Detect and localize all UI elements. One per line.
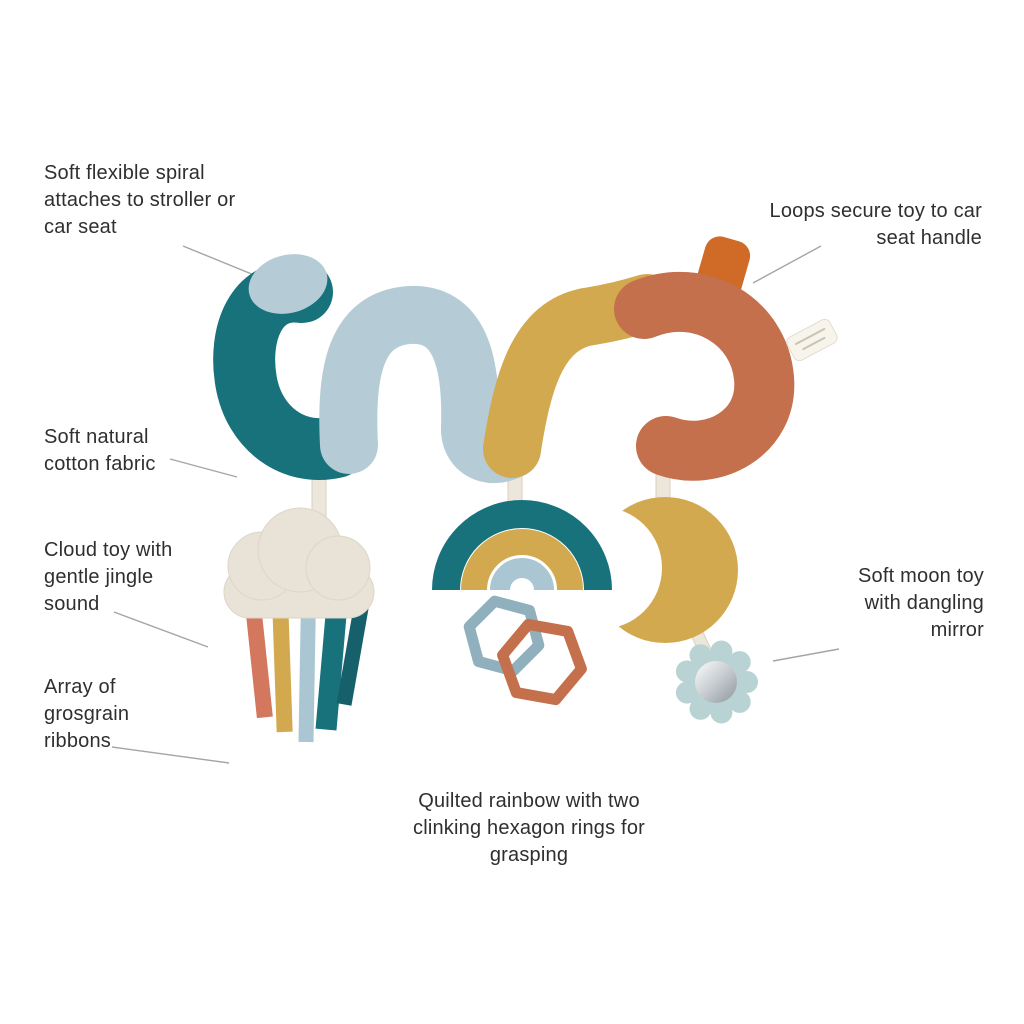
leader-line-moon [772, 648, 840, 662]
ribbon-mustard [271, 591, 293, 733]
ribbon-lightblue [298, 593, 317, 743]
ribbon-teal-dark [336, 586, 372, 706]
spiral-segment-lightblue [319, 285, 541, 483]
grosgrain-ribbons [243, 586, 372, 743]
hexagon-ring-terracotta [497, 618, 587, 706]
rainbow-toy [432, 500, 612, 591]
callout-ribbons: Array of grosgrain ribbons [44, 676, 130, 752]
ribbon-teal [315, 591, 349, 731]
callout-moon: Soft moon toy with dangling mirror [858, 565, 984, 641]
hexagon-rings [463, 595, 587, 706]
spiral-segment-terracotta [614, 271, 795, 481]
rainbow-arc-lightblue [490, 558, 554, 591]
leader-line-fabric [169, 458, 238, 478]
callout-spiral: Soft flexible spiral attaches to strolle… [44, 162, 236, 238]
rainbow-arc-mustard [461, 529, 583, 591]
dangling-mirror [675, 640, 758, 724]
leader-line-ribbons [111, 746, 230, 764]
callout-fabric: Soft natural cotton fabric [44, 426, 156, 475]
ribbon-coral [243, 589, 273, 719]
callout-loops: Loops secure toy to car seat handle [769, 200, 982, 249]
leader-line-spiral [182, 245, 260, 278]
rainbow-arc-teal [432, 500, 612, 591]
callout-rainbow: Quilted rainbow with two clinking hexago… [413, 790, 645, 866]
cloud-toy [223, 507, 375, 619]
mirror-glass [695, 661, 737, 703]
leader-line-loops [752, 245, 822, 284]
spiral-cap-lightblue [248, 254, 328, 314]
leader-line-cloud [113, 611, 209, 648]
callout-cloud: Cloud toy with gentle jingle sound [44, 539, 173, 615]
spiral-toy [213, 236, 838, 483]
leader-lines [111, 245, 840, 764]
brand-tag [786, 318, 838, 362]
moon-toy [592, 497, 738, 643]
